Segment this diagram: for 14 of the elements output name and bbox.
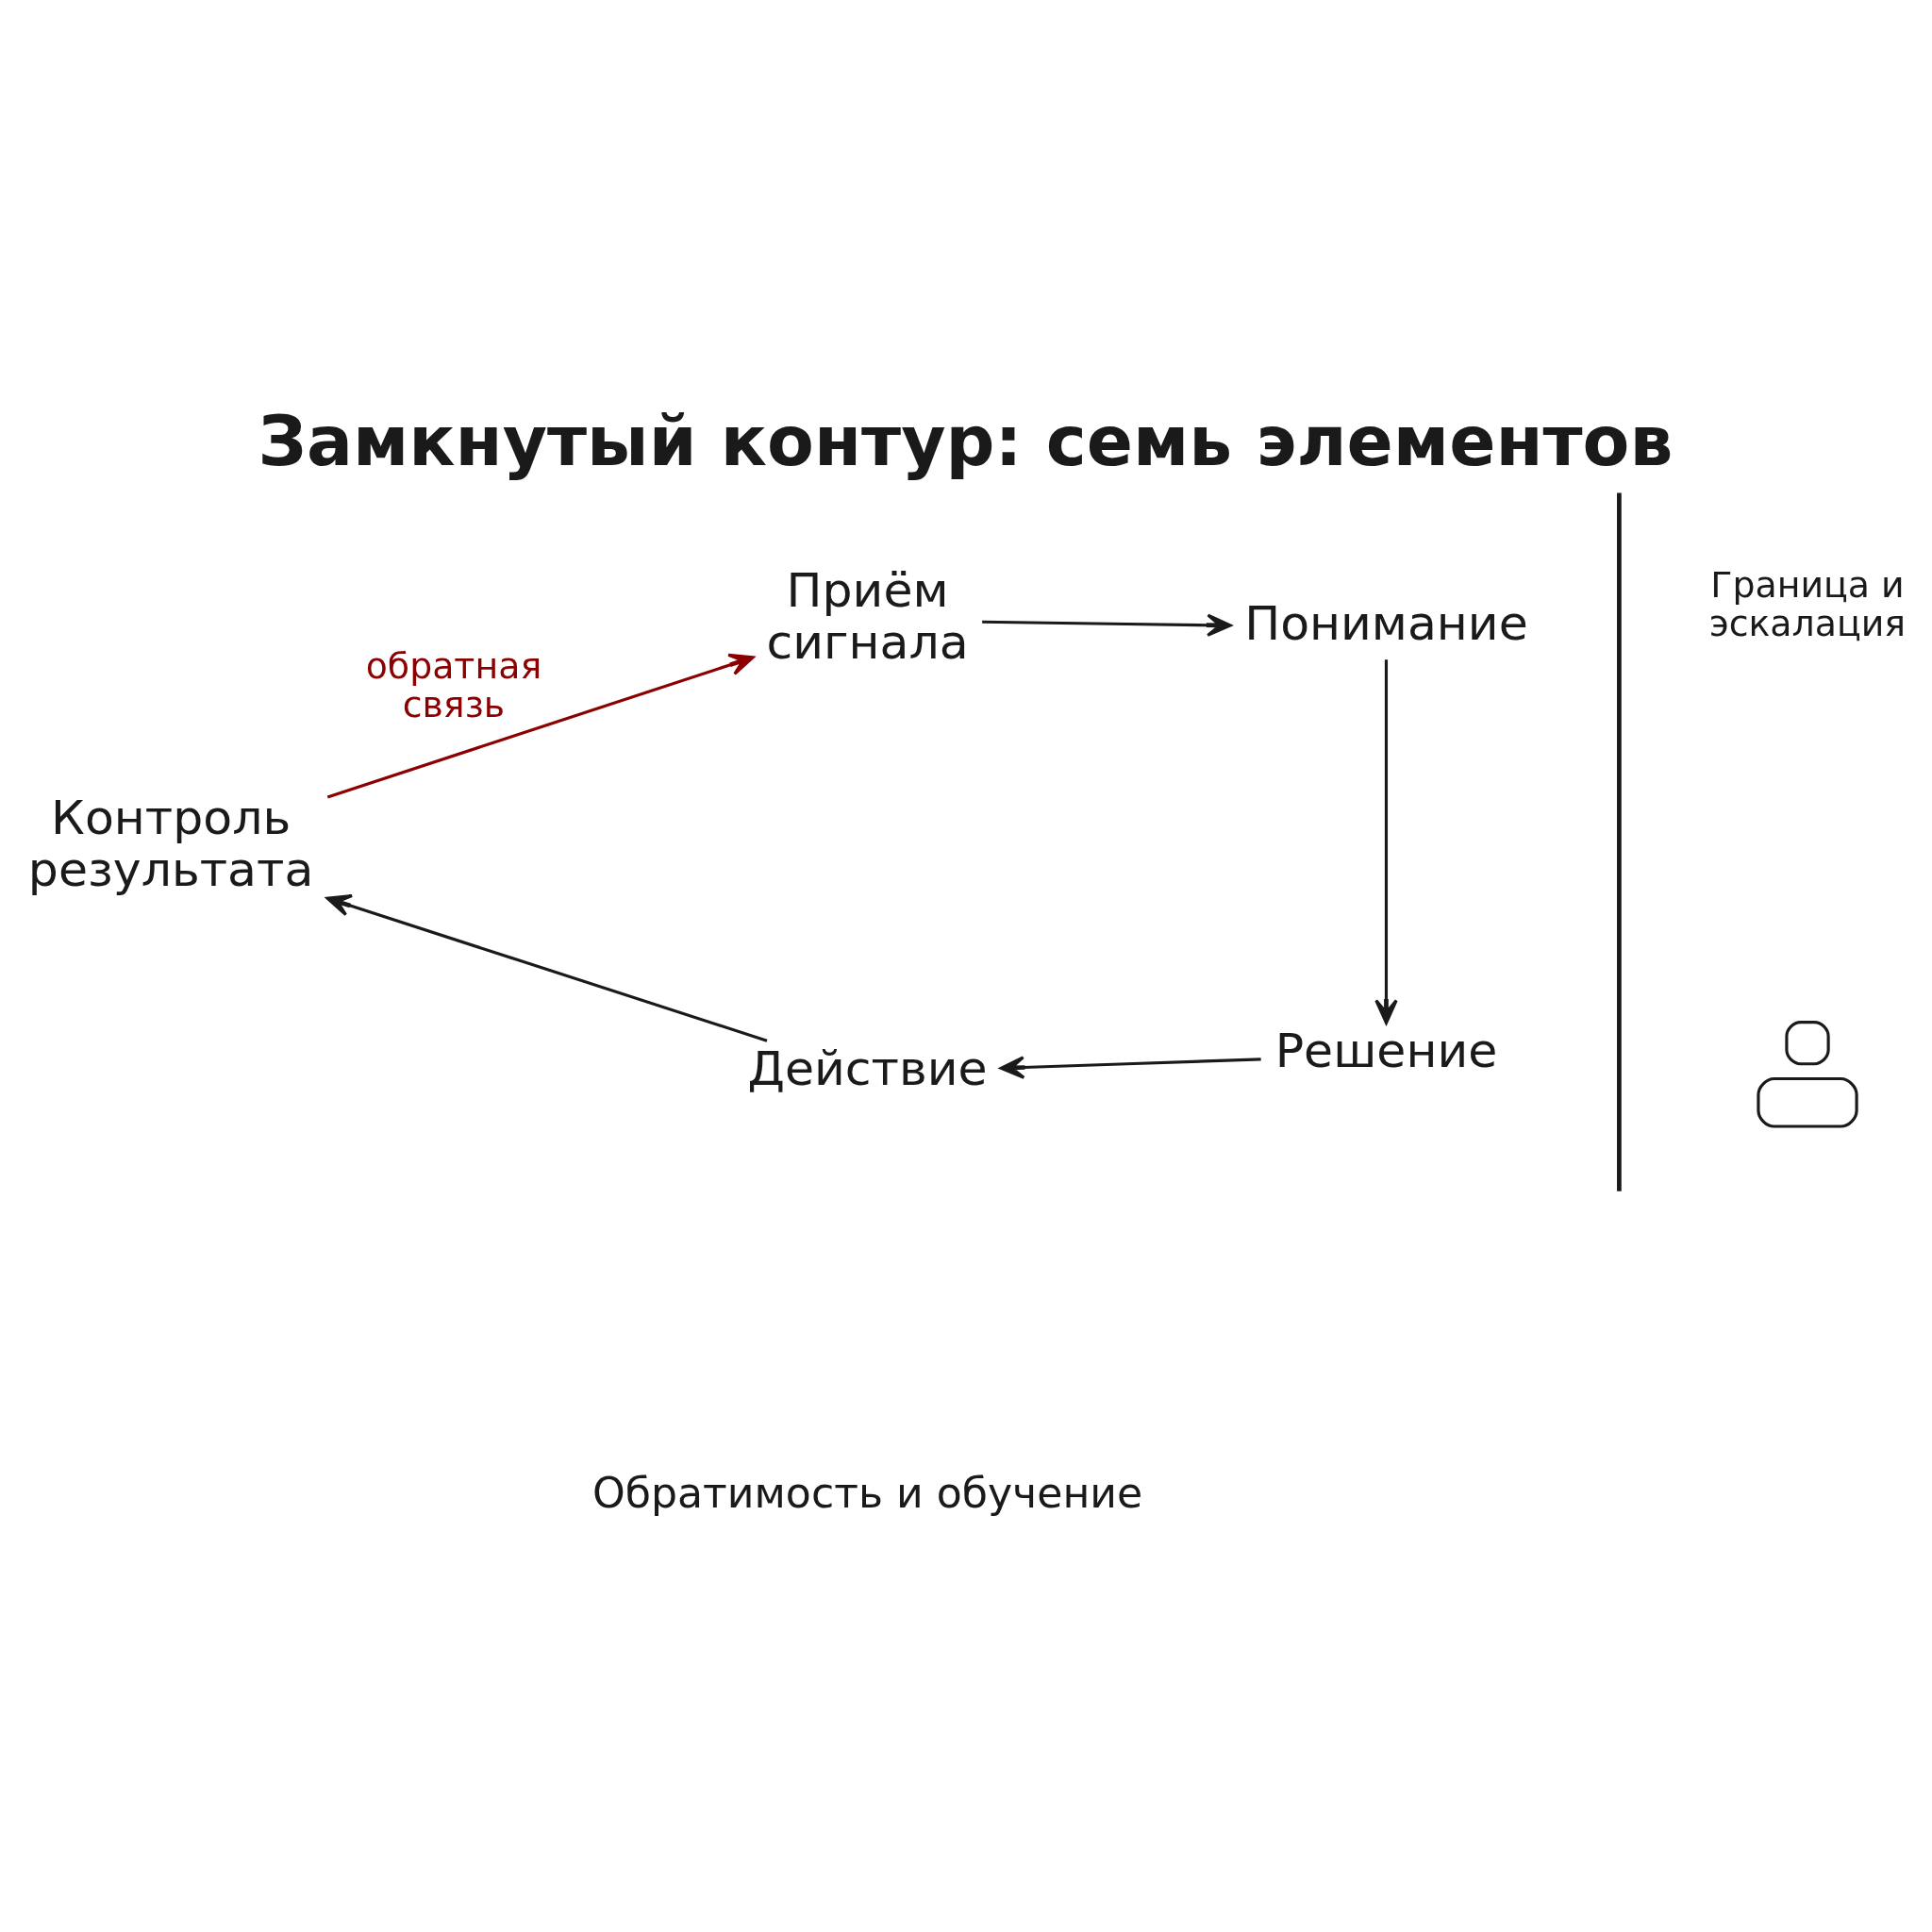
node-text: Приём сигнала — [765, 561, 969, 670]
diagram-title: Замкнутый контур: семь элементов — [257, 402, 1673, 482]
arrow — [981, 613, 1232, 637]
node-text: Решение — [1274, 1023, 1497, 1079]
arrow — [326, 653, 755, 799]
label: Граница и эскалация — [1708, 563, 1906, 644]
arrow — [325, 893, 767, 1042]
arrow — [999, 1056, 1261, 1079]
label: Обратимость и обучение — [591, 1468, 1142, 1517]
node-text: Контроль результата — [27, 790, 313, 898]
edge-label: обратная связь — [365, 645, 541, 726]
node-text: Действие — [747, 1041, 988, 1096]
node-text: Понимание — [1243, 595, 1528, 652]
arrow — [1374, 659, 1398, 1024]
